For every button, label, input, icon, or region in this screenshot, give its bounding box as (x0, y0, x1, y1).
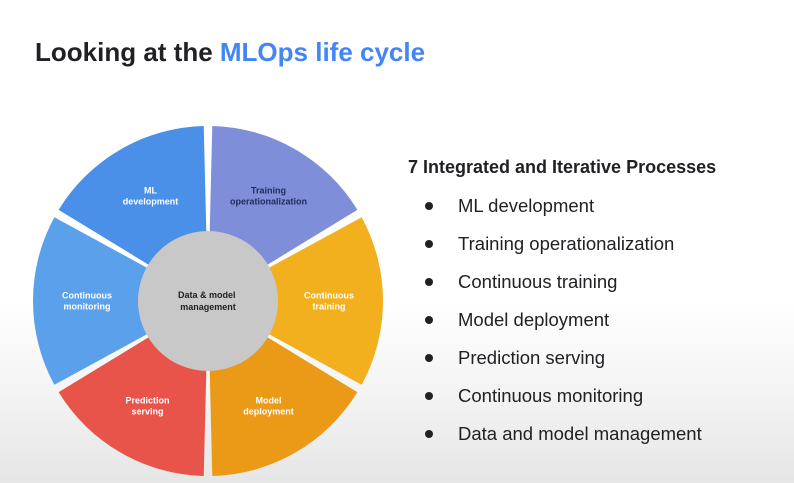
process-item-label: Prediction serving (458, 347, 606, 368)
process-item-label: Continuous monitoring (458, 385, 644, 406)
segment-prediction-serving (58, 336, 207, 476)
bullet-icon (425, 392, 433, 400)
process-item-label: Training operationalization (458, 233, 675, 254)
segment-label-line: Model (256, 395, 282, 405)
segment-label-line: Training (251, 186, 286, 196)
process-item-label: Data and model management (458, 423, 702, 444)
process-item-label: Continuous training (458, 271, 618, 292)
bullet-icon (425, 354, 433, 362)
hub-label-line-2: management (180, 302, 236, 312)
hub-circle (138, 231, 278, 371)
process-item-label: Model deployment (458, 309, 610, 330)
segment-label-line: training (313, 302, 346, 312)
process-item-training-operationalization: Training operationalization (408, 225, 788, 263)
segment-label-line: Continuous (304, 291, 354, 301)
segment-label-line: Prediction (125, 395, 169, 405)
bullet-icon (425, 430, 433, 438)
process-item-continuous-training: Continuous training (408, 263, 788, 301)
segment-continuous-monitoring (32, 217, 149, 385)
processes-heading: 7 Integrated and Iterative Processes (408, 157, 717, 177)
process-item-model-deployment: Model deployment (408, 301, 788, 339)
segment-ml-development (58, 126, 207, 266)
process-item-data-and-model-management: Data and model management (408, 415, 788, 453)
segment-label-line: Continuous (62, 291, 112, 301)
process-item-continuous-monitoring: Continuous monitoring (408, 377, 788, 415)
bullet-icon (425, 278, 433, 286)
bullet-icon (425, 240, 433, 248)
segment-label-line: development (123, 197, 179, 207)
title-highlight: MLOps life cycle (219, 37, 426, 67)
segment-model-deployment (209, 336, 358, 476)
processes-panel: 7 Integrated and Iterative Processes ML … (408, 157, 788, 453)
hub-label-line-1: Data & model (178, 290, 236, 300)
bullet-icon (425, 316, 433, 324)
hub-label: Data & model management (178, 290, 238, 312)
processes-list: ML development Training operationalizati… (408, 187, 788, 453)
segment-label-line: operationalization (230, 197, 307, 207)
segment-training-operationalization (209, 126, 358, 266)
process-item-label: ML development (458, 195, 595, 216)
bullet-icon (425, 202, 433, 210)
title-prefix: Looking at the (35, 37, 220, 67)
segment-label-line: deployment (243, 406, 294, 416)
process-item-prediction-serving: Prediction serving (408, 339, 788, 377)
process-item-ml-development: ML development (408, 187, 788, 225)
segment-continuous-training (267, 217, 384, 385)
segment-label-line: ML (144, 186, 157, 196)
segment-label-line: monitoring (64, 302, 111, 312)
segment-label-line: serving (131, 406, 163, 416)
slide-title: Looking at the MLOps life cycle (35, 37, 425, 68)
